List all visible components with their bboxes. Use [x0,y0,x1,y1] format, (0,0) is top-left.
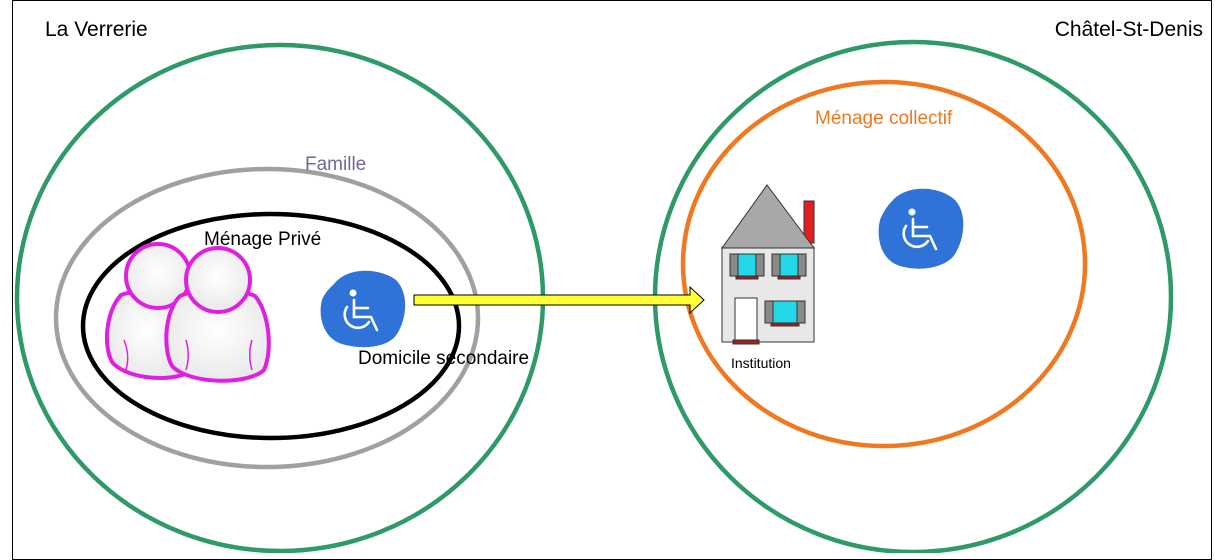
chatel-st-denis-label: Châtel-St-Denis [1054,18,1203,41]
persons-icon [105,242,271,383]
arrow-right-icon [413,285,705,315]
menage-collectif-label: Ménage collectif [815,108,953,129]
wheelchair-icon [320,270,406,348]
menage-prive-ellipse [80,211,462,441]
house-icon [721,184,815,345]
wheelchair-icon [878,188,964,269]
la-verrerie-label: La Verrerie [45,18,148,41]
famille-ellipse [53,166,481,470]
menage-prive-label: Ménage Privé [204,229,322,250]
famille-label: Famille [305,154,367,175]
institution-label: Institution [731,355,791,371]
domicile-secondaire-label: Domicile secondaire [358,348,530,369]
menage-collectif-circle [680,79,1088,449]
